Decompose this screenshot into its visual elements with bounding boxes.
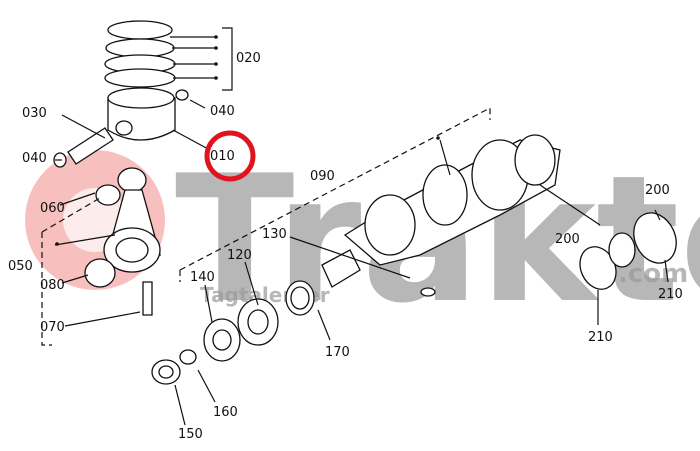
label-140: 140 [190,270,215,285]
label-150: 150 [178,427,203,442]
label-080: 080 [40,278,65,293]
highlight-circle [204,130,256,182]
gears-part [151,280,315,385]
piston-rings-part [104,20,176,88]
label-130: 130 [262,227,287,242]
label-200-left: 200 [555,232,580,247]
label-160: 160 [213,405,238,420]
label-120: 120 [227,248,252,263]
label-040-upper: 040 [210,104,235,119]
label-070: 070 [40,320,65,335]
label-050: 050 [8,259,33,274]
label-210-right: 210 [658,287,683,302]
label-030: 030 [22,106,47,121]
label-210-left: 210 [588,330,613,345]
label-020: 020 [236,51,261,66]
piston-part [107,87,189,141]
label-060: 060 [40,201,65,216]
label-010: 010 [210,149,235,164]
thrust-washers-part [579,212,677,290]
label-040-lower: 040 [22,151,47,166]
label-170: 170 [325,345,350,360]
label-090: 090 [310,169,335,184]
label-200-right: 200 [645,183,670,198]
piston-pin-part [53,127,114,168]
crankshaft-part [321,134,561,297]
connecting-rod-part [84,167,161,316]
